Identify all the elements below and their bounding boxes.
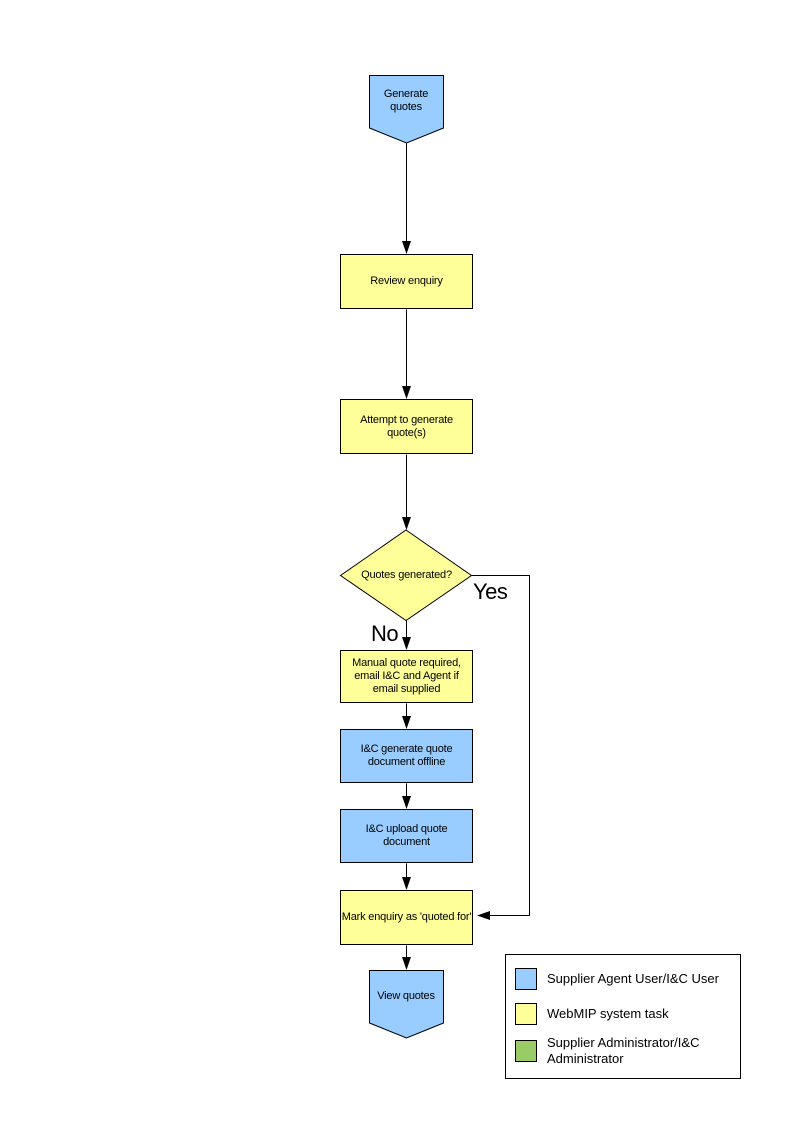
node-manual-quote-label: Manual quote required, email I&C and Age… — [352, 657, 461, 695]
legend-label-system-task: WebMIP system task — [547, 1006, 669, 1021]
no-branch-label: No — [371, 621, 399, 646]
end-pentagon-shape — [369, 970, 444, 1039]
start-pentagon-label: Generate quotes — [383, 88, 429, 113]
node-attempt-generate: Attempt to generate quote(s) — [340, 399, 473, 454]
arrowhead-mark — [402, 877, 411, 890]
node-mark-quoted: Mark enquiry as 'quoted for' — [340, 890, 473, 945]
start-pentagon-shape — [369, 75, 444, 144]
node-review-enquiry-label: Review enquiry — [370, 275, 443, 287]
node-mark-quoted-label: Mark enquiry as 'quoted for' — [341, 911, 472, 923]
node-ic-generate-label: I&C generate quote document offline — [360, 743, 453, 768]
node-ic-upload-label: I&C upload quote document — [365, 823, 448, 848]
legend-row-agent-user: Supplier Agent User/I&C User — [515, 968, 735, 990]
arrowhead-ic-upload — [402, 796, 411, 809]
node-manual-quote: Manual quote required, email I&C and Age… — [340, 650, 473, 703]
edge-decision-yes-to-mark — [471, 575, 530, 916]
node-ic-upload: I&C upload quote document — [340, 809, 473, 863]
arrowhead-yes-into-mark — [477, 911, 490, 920]
arrowhead-ic-generate — [402, 716, 411, 729]
node-ic-generate: I&C generate quote document offline — [340, 729, 473, 783]
legend-label-agent-user: Supplier Agent User/I&C User — [547, 971, 719, 986]
legend-swatch-blue — [515, 968, 537, 990]
legend-swatch-yellow — [515, 1003, 537, 1025]
legend-box: Supplier Agent User/I&C User WebMIP syst… — [505, 954, 741, 1079]
legend-row-administrator: Supplier Administrator/I&C Administrator — [515, 1035, 735, 1067]
legend-swatch-green — [515, 1040, 537, 1062]
arrowhead-decision — [402, 517, 411, 530]
arrowhead-end — [402, 957, 411, 970]
yes-branch-label: Yes — [473, 579, 508, 604]
arrowhead-review — [402, 241, 411, 254]
arrowhead-manual — [402, 637, 411, 650]
node-review-enquiry: Review enquiry — [340, 254, 473, 309]
decision-diamond-label: Quotes generated? — [361, 568, 452, 581]
legend-label-administrator: Supplier Administrator/I&C Administrator — [547, 1035, 700, 1066]
legend-row-system-task: WebMIP system task — [515, 1003, 735, 1025]
node-attempt-generate-label: Attempt to generate quote(s) — [360, 413, 453, 439]
arrowhead-attempt — [402, 386, 411, 399]
end-pentagon-label: View quotes — [377, 989, 435, 1002]
